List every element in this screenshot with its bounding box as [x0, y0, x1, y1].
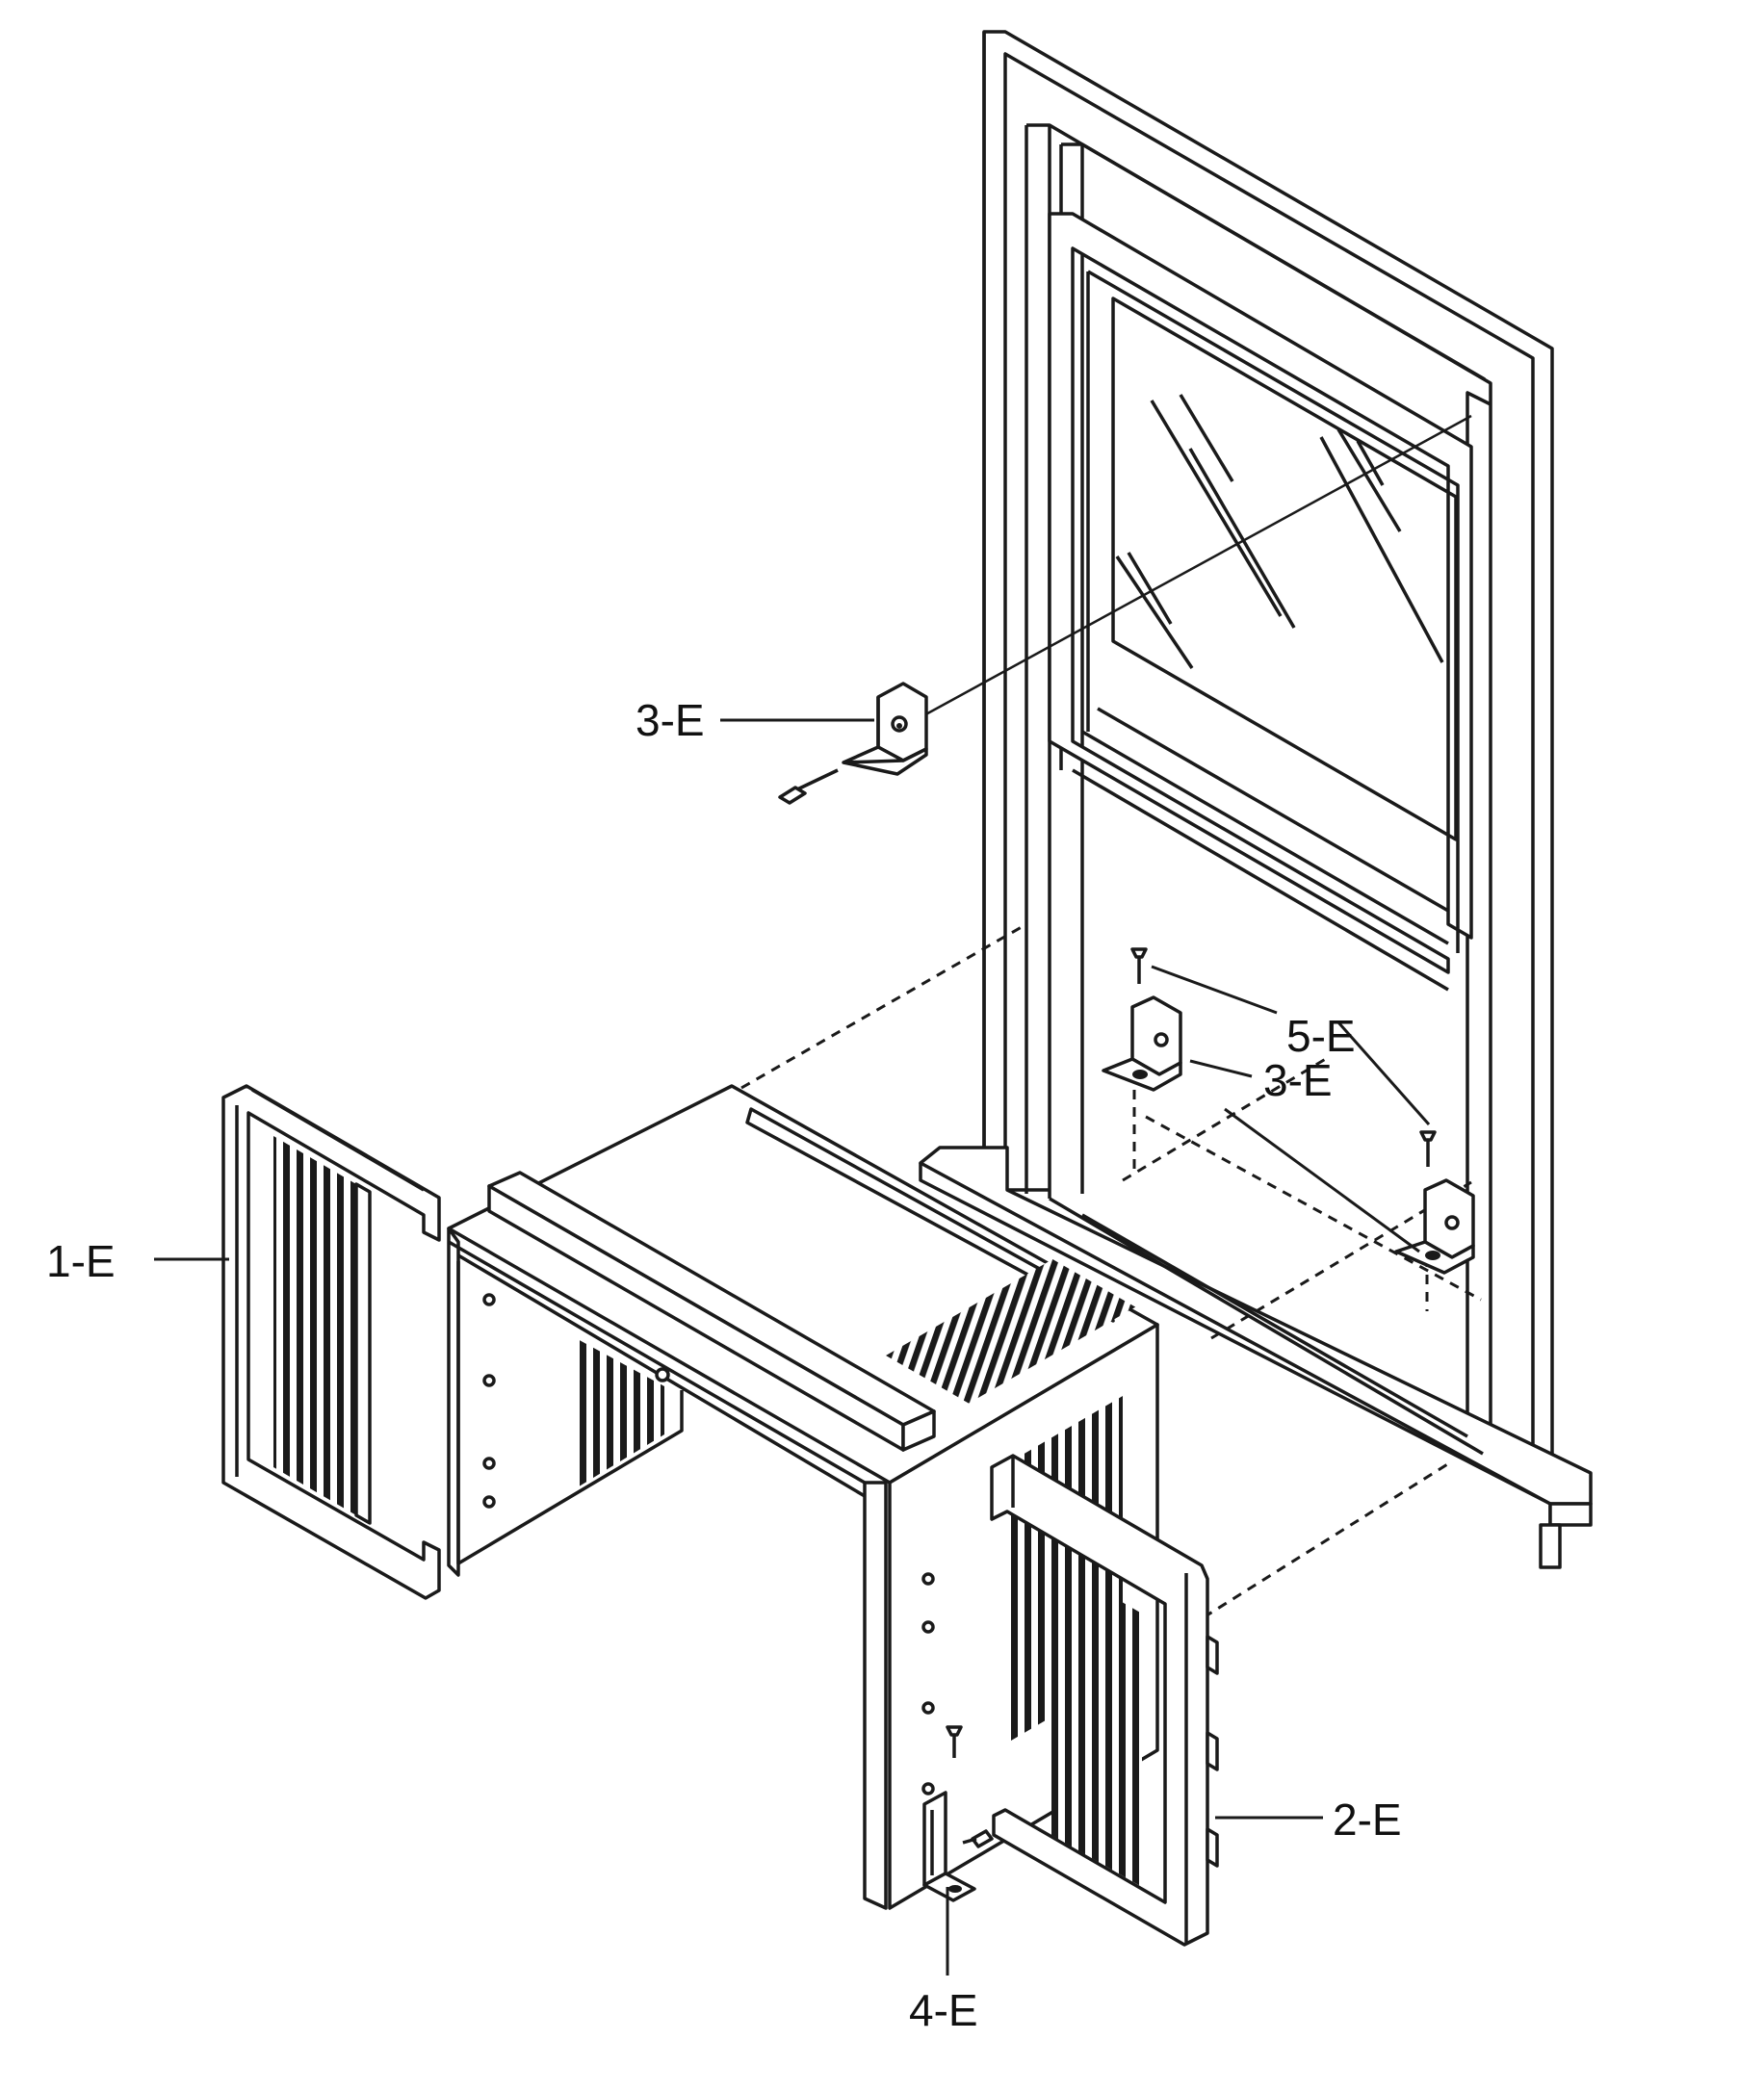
bracket-upper	[842, 682, 928, 776]
callout-bracket-cabinet: 4-E	[909, 1985, 978, 2035]
top-louvers	[885, 1259, 1136, 1404]
callout-screw: 5-E	[1286, 1011, 1356, 1061]
bracket-sill-left	[1102, 995, 1182, 1092]
callout-bracket-sill: 3-E	[1263, 1055, 1333, 1105]
bracket-cabinet	[922, 1791, 994, 1902]
inner-louvers	[576, 1338, 664, 1488]
screw-cabinet	[946, 1725, 963, 1758]
callout-side-panel-left: 1-E	[46, 1236, 116, 1286]
window-frame	[900, 30, 1593, 1569]
callout-side-panel-right: 2-E	[1333, 1795, 1402, 1845]
callout-bracket-upper: 3-E	[636, 695, 705, 745]
side-panel-left	[221, 1084, 441, 1600]
side-panel-right	[990, 1454, 1219, 1947]
screw-upper	[778, 768, 839, 805]
alignment-guides	[740, 922, 1482, 1619]
leader-lines	[154, 718, 1431, 1976]
screw-sill-left	[1130, 947, 1148, 984]
screw-sill-right	[1419, 1130, 1437, 1167]
